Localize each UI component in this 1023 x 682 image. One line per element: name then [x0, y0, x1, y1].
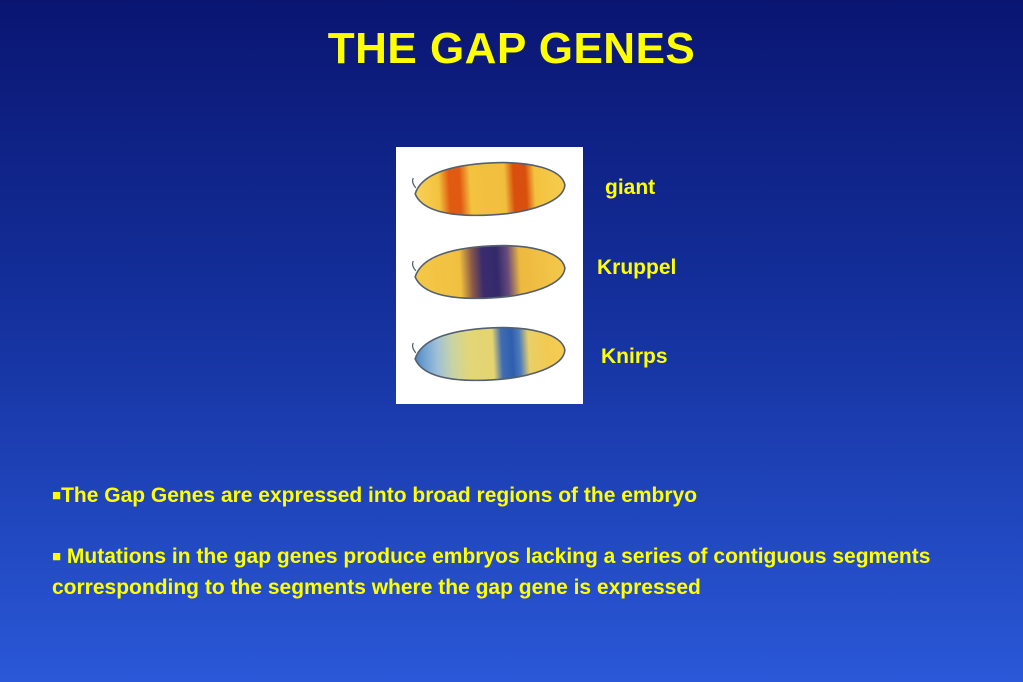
- label-kruppel: Kruppel: [597, 256, 676, 280]
- embryo-diagram-panel: [396, 147, 583, 404]
- bullet-item-2: ■ Mutations in the gap genes produce emb…: [52, 541, 980, 603]
- label-giant-text: giant: [605, 176, 656, 199]
- embryo-knirps-illustration: [411, 326, 566, 382]
- bullet-item-1: ■The Gap Genes are expressed into broad …: [52, 480, 980, 511]
- label-giant: giant: [605, 176, 655, 200]
- embryo-kruppel-illustration: [411, 244, 566, 300]
- label-knirps-text: Knirps: [601, 345, 668, 368]
- label-knirps: Knirps: [601, 345, 668, 369]
- label-kruppel-text: Kruppel: [597, 256, 677, 279]
- bullet-text-2: Mutations in the gap genes produce embry…: [52, 545, 931, 599]
- bullet-marker-2: ■: [52, 548, 62, 565]
- slide-title: THE GAP GENES: [327, 24, 696, 73]
- embryo-giant-illustration: [411, 161, 566, 217]
- bullet-marker-1: ■: [52, 487, 62, 504]
- bullet-text-1: The Gap Genes are expressed into broad r…: [61, 484, 698, 507]
- bullet-list: ■The Gap Genes are expressed into broad …: [52, 480, 980, 603]
